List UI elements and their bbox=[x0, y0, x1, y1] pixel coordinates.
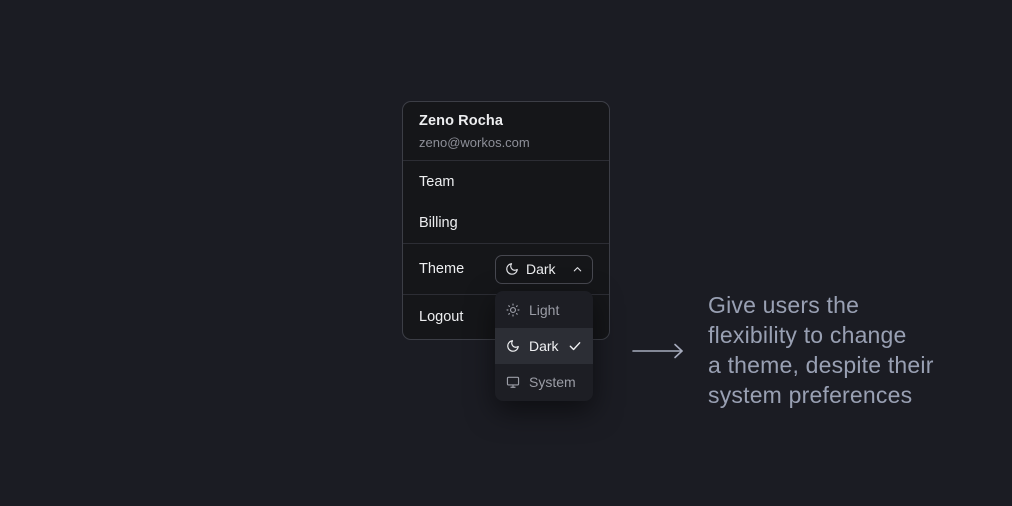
annotation-line: a theme, despite their bbox=[708, 352, 934, 378]
theme-label: Theme bbox=[419, 261, 465, 277]
moon-icon bbox=[505, 262, 519, 276]
user-name: Zeno Rocha bbox=[419, 113, 503, 129]
theme-select-value: Dark bbox=[526, 261, 556, 277]
annotation-line: Give users the bbox=[708, 292, 860, 318]
annotation-text: Give users the flexibility to change a t… bbox=[708, 290, 934, 410]
menu-nav-section: Team Billing bbox=[403, 161, 609, 244]
moon-icon bbox=[506, 339, 520, 353]
theme-option-light[interactable]: Light bbox=[495, 292, 593, 328]
check-icon bbox=[568, 339, 582, 353]
menu-item-team[interactable]: Team bbox=[403, 161, 609, 202]
theme-option-label: Light bbox=[529, 302, 560, 318]
chevron-up-icon bbox=[572, 264, 583, 275]
theme-dropdown: Light Dark Syst bbox=[495, 291, 593, 401]
menu-item-label: Billing bbox=[419, 214, 458, 231]
theme-select-trigger[interactable]: Dark bbox=[495, 254, 593, 284]
theme-option-system[interactable]: System bbox=[495, 364, 593, 400]
theme-option-label: Dark bbox=[529, 338, 559, 354]
user-email: zeno@workos.com bbox=[419, 135, 530, 150]
theme-option-label: System bbox=[529, 374, 576, 390]
annotation-line: system preferences bbox=[708, 382, 913, 408]
right-arrow-icon bbox=[632, 343, 686, 364]
sun-icon bbox=[506, 303, 520, 317]
menu-item-logout[interactable]: Logout bbox=[403, 295, 609, 339]
annotation-line: flexibility to change bbox=[708, 322, 907, 348]
menu-item-label: Team bbox=[419, 173, 455, 190]
menu-item-billing[interactable]: Billing bbox=[403, 202, 609, 243]
theme-row: Theme Dark bbox=[403, 244, 609, 295]
user-section: Zeno Rocha zeno@workos.com bbox=[403, 102, 609, 161]
menu-item-label: Logout bbox=[419, 309, 464, 325]
monitor-icon bbox=[506, 375, 520, 389]
theme-option-dark[interactable]: Dark bbox=[495, 328, 593, 364]
